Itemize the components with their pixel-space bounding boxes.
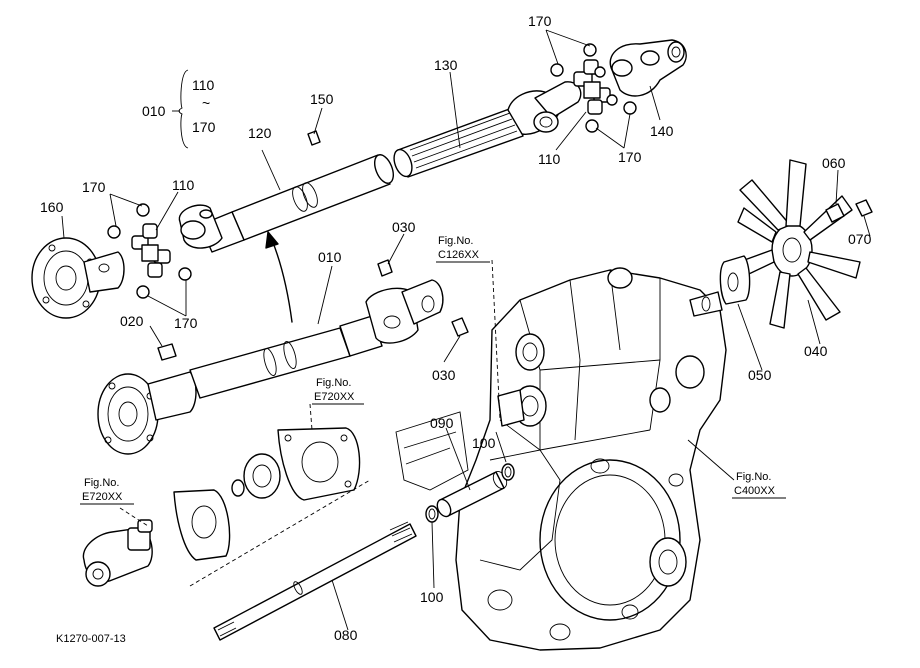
callout-170-left-bottom: 170	[174, 315, 198, 331]
callout-labels: 010 110 ~ 170 150 120 130 170 140 110 17…	[40, 13, 872, 643]
figref-e720-left-line1: Fig.No.	[84, 477, 119, 489]
leader-lines	[61, 29, 871, 631]
shaft-080	[213, 521, 417, 641]
callout-100-upper: 100	[472, 435, 496, 451]
callout-120: 120	[248, 125, 272, 141]
assembly-direction-arrow	[265, 231, 293, 323]
bracket-050	[719, 255, 751, 305]
figref-e720-left-line2: E720XX	[82, 491, 123, 503]
bolt-150	[307, 130, 321, 146]
figref-c126-line2: C126XX	[438, 249, 480, 261]
snap-ring-100-lower	[425, 505, 439, 523]
callout-110-range: 110	[192, 77, 215, 93]
transmission-housing	[455, 267, 727, 651]
shaft-090	[436, 471, 508, 518]
snap-rings-170-left	[107, 203, 192, 299]
callout-170-range: 170	[192, 119, 216, 135]
bolt-070	[855, 199, 873, 217]
figref-e720-mid-line1: Fig.No.	[316, 377, 351, 389]
callout-070: 070	[848, 231, 872, 247]
callout-010-group: 010	[142, 103, 166, 119]
bolt-060	[825, 203, 845, 223]
bolt-030-bottom	[451, 317, 469, 337]
shaft-130-splined	[393, 81, 582, 178]
cover-plate-e720-left	[173, 489, 231, 561]
callout-140: 140	[650, 123, 674, 139]
figref-e720-mid-line2: E720XX	[314, 391, 355, 403]
callout-060: 060	[822, 155, 846, 171]
shaft-010-assembled	[97, 279, 444, 455]
yoke-e720-left	[82, 519, 153, 587]
callout-020: 020	[120, 313, 144, 329]
callout-040: 040	[804, 343, 828, 359]
callout-range-tilde: ~	[202, 95, 210, 111]
callout-160: 160	[40, 199, 64, 215]
callout-010: 010	[318, 249, 342, 265]
figref-c126-line1: Fig.No.	[438, 235, 473, 247]
flange-160	[31, 237, 125, 319]
figref-c400-line1: Fig.No.	[736, 471, 771, 483]
bearing-assembly	[231, 453, 281, 499]
callout-050: 050	[748, 367, 772, 383]
snap-ring-100-upper	[501, 463, 515, 481]
yoke-140	[609, 39, 687, 97]
callout-110-right: 110	[538, 151, 561, 167]
housing-outline-left	[395, 411, 469, 491]
callout-170-left-top: 170	[82, 179, 106, 195]
bolt-030-top	[377, 259, 393, 277]
callout-100-lower: 100	[420, 589, 444, 605]
shaft-120-telescopic	[178, 154, 395, 253]
cover-plate-e720-mid	[277, 427, 361, 501]
callout-080: 080	[334, 627, 358, 643]
drawing-code: K1270-007-13	[56, 633, 126, 645]
callout-030-bottom: 030	[432, 367, 456, 383]
callout-150: 150	[310, 91, 334, 107]
figref-c400-line2: C400XX	[734, 485, 776, 497]
figure-references: Fig.No. C126XX Fig.No. E720XX Fig.No. E7…	[80, 235, 786, 505]
snap-rings-170-right	[550, 43, 637, 133]
callout-130: 130	[434, 57, 458, 73]
callout-170-right: 170	[618, 149, 642, 165]
callout-110-left: 110	[172, 177, 195, 193]
callout-170-top: 170	[528, 13, 552, 29]
bolt-020	[157, 343, 177, 361]
fan-040	[727, 159, 861, 329]
callout-030-top: 030	[392, 219, 416, 235]
universal-joint-cross-110-left	[131, 223, 171, 278]
callout-090: 090	[430, 415, 454, 431]
